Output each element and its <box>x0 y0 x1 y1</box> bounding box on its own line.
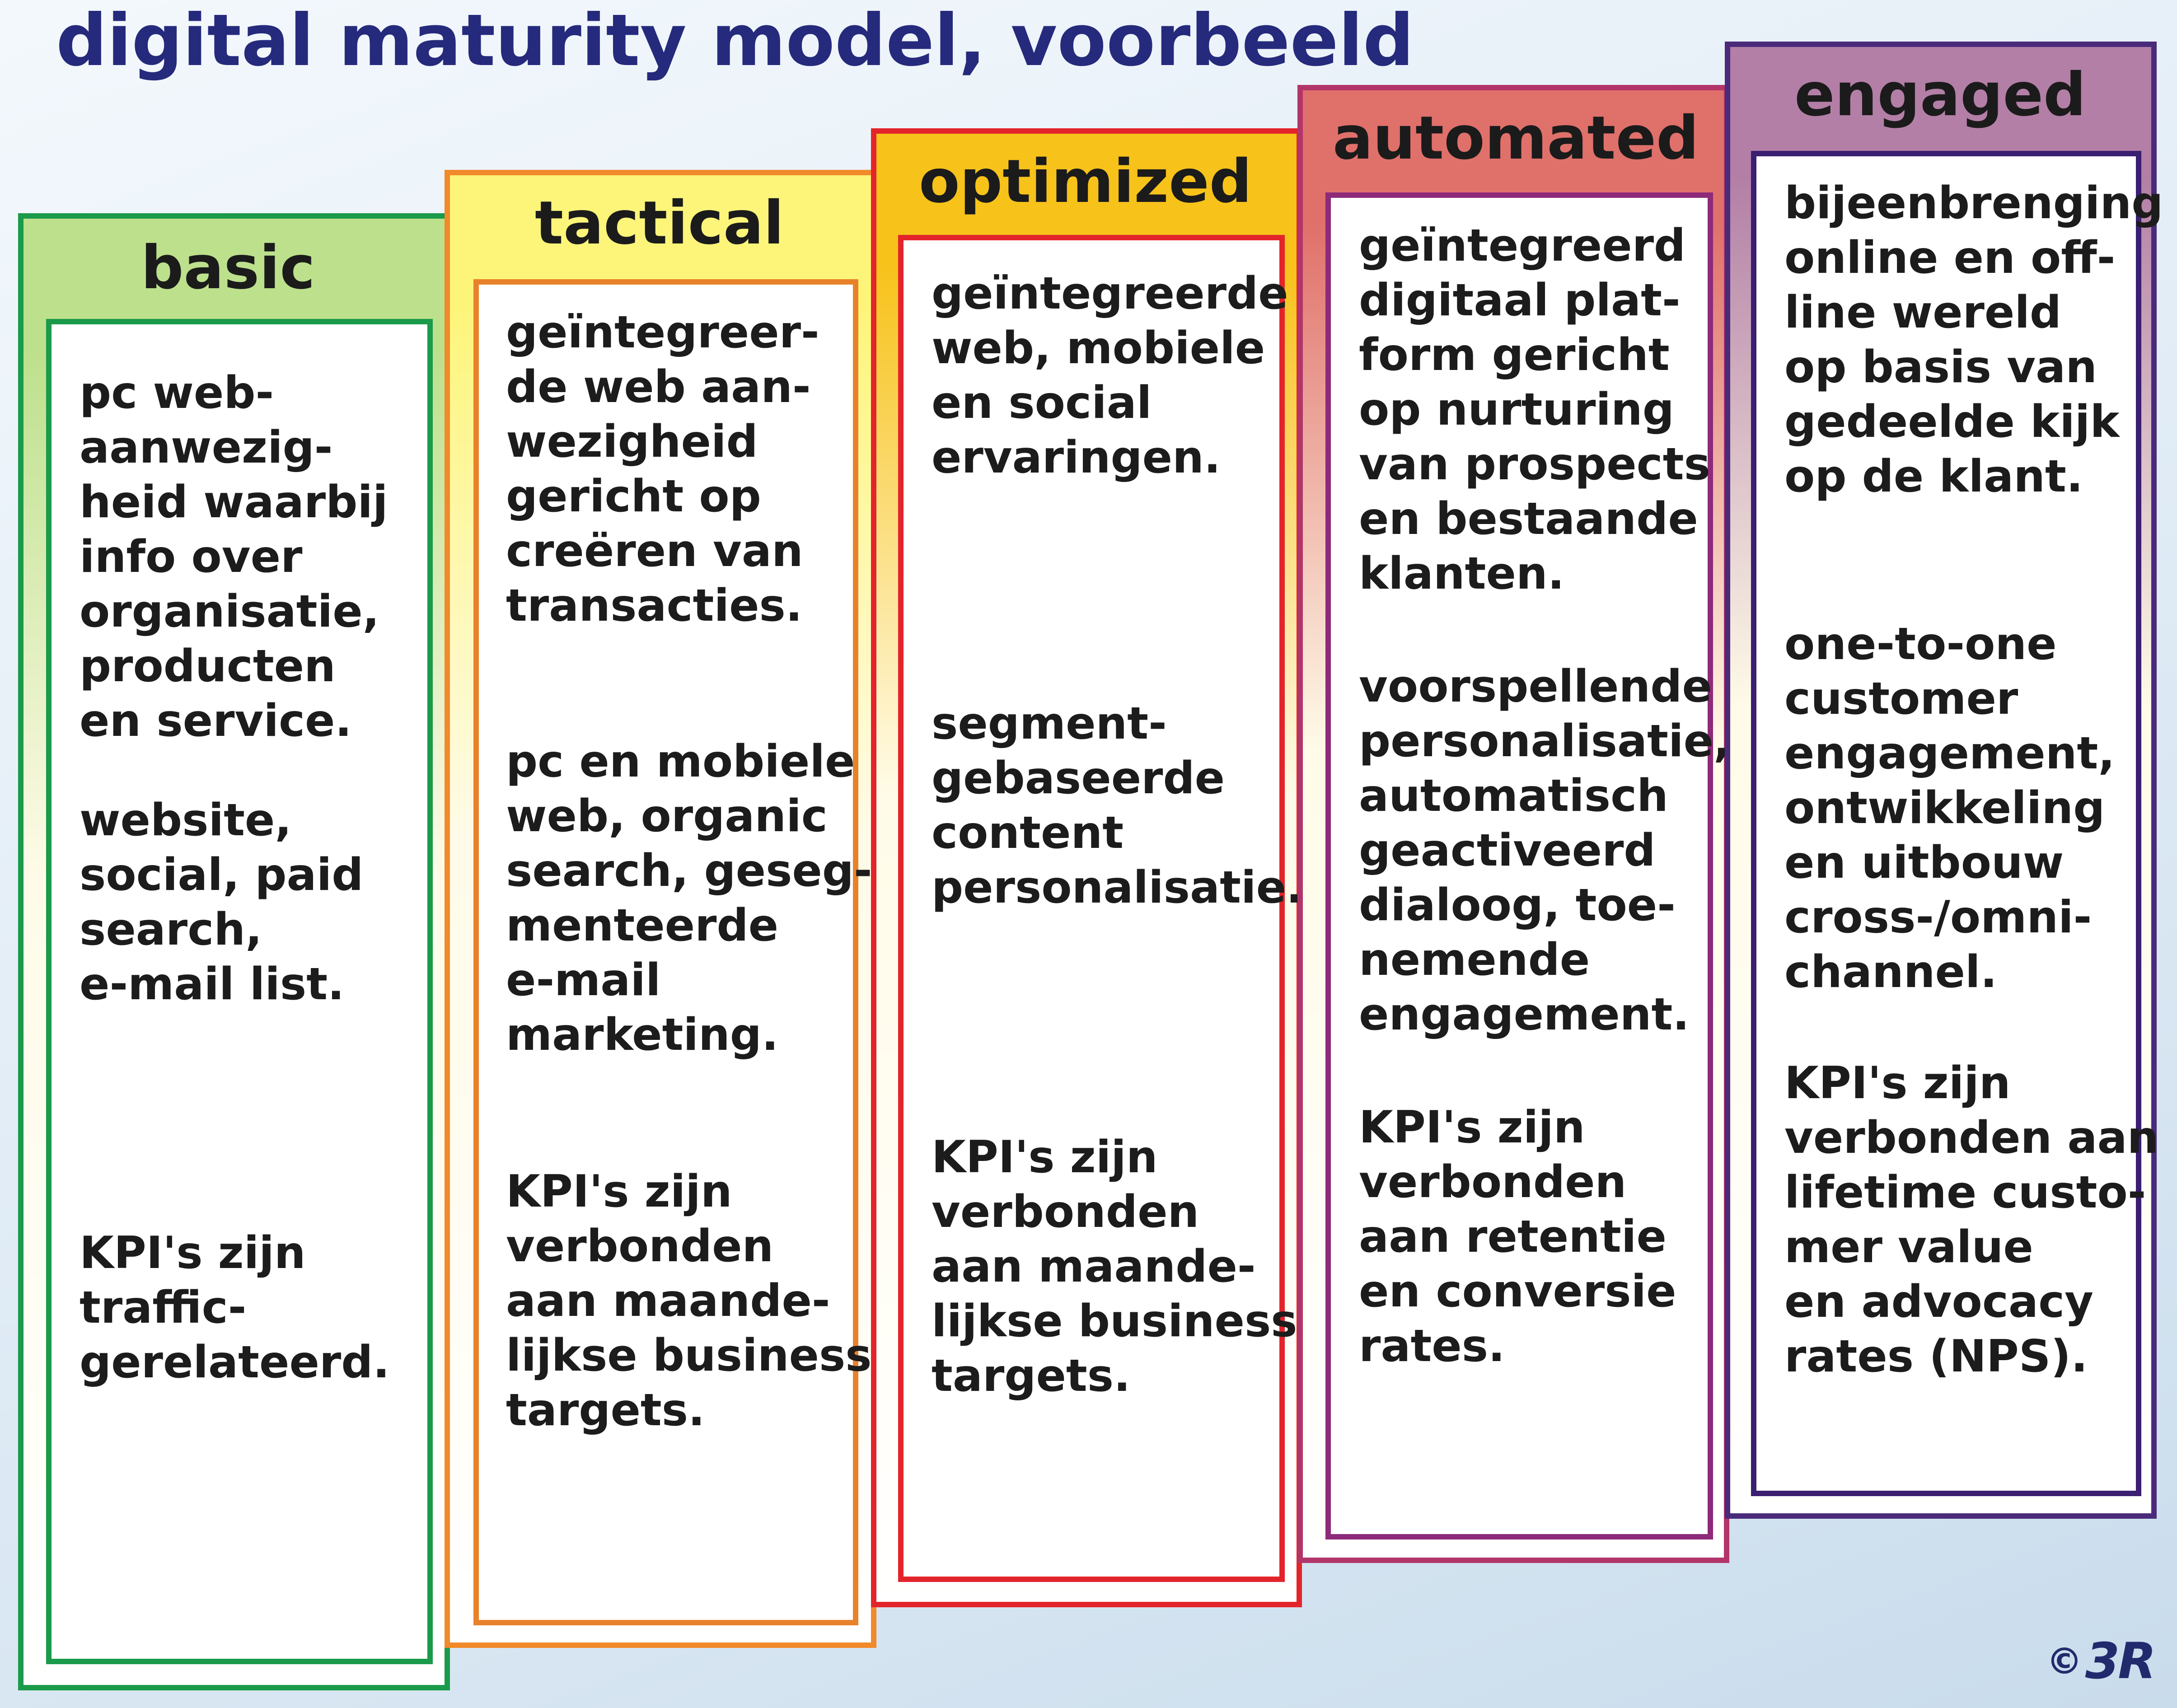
stage-channels: one-to-one customer engagement, ontwikke… <box>1784 618 2115 998</box>
logo-mark: 3R <box>2085 1632 2156 1690</box>
stage-description: bijeenbrenging online en off- line werel… <box>1784 178 2163 502</box>
page-title: digital maturity model, voorbeeld <box>56 0 1414 82</box>
stage-description: pc web- aanwezig- heid waarbij info over… <box>80 367 388 747</box>
stage-content-box: geïntegreerde web, mobiele en social erv… <box>898 235 1303 1582</box>
stage-label: optimized <box>919 147 1252 216</box>
stage-content-box: geïntegreer- de web aan- wezigheid geric… <box>473 279 872 1625</box>
stage-channels: website, social, paid search, e-mail lis… <box>80 795 364 1010</box>
stage-label: automated <box>1333 103 1699 173</box>
logo-3r: © 3R <box>2046 1632 2156 1690</box>
stage-kpis: KPI's zijn verbonden aan lifetime custo-… <box>1784 1058 2159 1382</box>
stage-kpis: KPI's zijn verbonden aan retentie en con… <box>1359 1102 1676 1372</box>
stage-content-box: geïntegreerd digitaal plat- form gericht… <box>1325 192 1731 1540</box>
stage-optimized: optimized geïntegreerde web, mobiele en … <box>871 128 1303 1607</box>
stage-description: geïntegreerde web, mobiele en social erv… <box>932 268 1288 483</box>
stage-content-box: pc web- aanwezig- heid waarbij info over… <box>46 319 433 1664</box>
stage-basic: basic pc web- aanwezig- heid waarbij inf… <box>18 213 450 1690</box>
stage-label: engaged <box>1794 60 2086 130</box>
stage-channels: voorspellende personalisatie, automatisc… <box>1359 661 1731 1040</box>
stage-header: engaged <box>1730 47 2151 143</box>
stage-channels: segment- gebaseerde content personalisat… <box>932 698 1303 913</box>
stage-tactical: tactical geïntegreer- de web aan- wezigh… <box>445 170 876 1648</box>
stage-kpis: KPI's zijn traffic- gerelateerd. <box>80 1227 390 1388</box>
stage-header: automated <box>1303 90 1724 186</box>
stage-kpis: KPI's zijn verbonden aan maande- lijkse … <box>932 1132 1297 1402</box>
stage-kpis: KPI's zijn verbonden aan maande- lijkse … <box>506 1166 872 1436</box>
stage-automated: automated geïntegreerd digitaal plat- fo… <box>1297 85 1731 1563</box>
stage-header: optimized <box>876 134 1297 229</box>
stage-label: tactical <box>535 188 784 258</box>
stage-header: tactical <box>450 175 871 271</box>
stage-description: geïntegreer- de web aan- wezigheid geric… <box>506 307 819 632</box>
stage-header: basic <box>23 219 445 317</box>
stage-description: geïntegreerd digitaal plat- form gericht… <box>1359 220 1710 599</box>
stage-engaged: engaged bijeenbrenging online en off- li… <box>1725 42 2163 1519</box>
stage-content-box: bijeenbrenging online en off- line werel… <box>1751 151 2163 1496</box>
stage-channels: pc en mobiele web, organic search, geseg… <box>506 736 872 1061</box>
copyright-symbol: © <box>2046 1640 2083 1682</box>
stage-label: basic <box>141 233 315 303</box>
